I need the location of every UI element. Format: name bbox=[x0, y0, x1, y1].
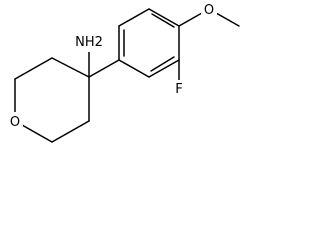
methoxy-oxygen-label: O bbox=[204, 3, 214, 18]
oxane-ring bbox=[14, 57, 90, 143]
bond-aryl-c3-c4 bbox=[148, 8, 180, 27]
bond-quaternary-to-ring-upper-left bbox=[51, 57, 90, 78]
fluorine-label-mask bbox=[172, 80, 186, 96]
bond-ring-upper-left-to-left bbox=[14, 57, 53, 80]
fluorine-label: F bbox=[175, 82, 182, 97]
amine-label: NH2 bbox=[75, 35, 103, 50]
benzene-ring bbox=[118, 8, 180, 78]
ring-oxygen-label-mask bbox=[7, 112, 23, 130]
structure-diagram: NH2 O O F bbox=[7, 1, 240, 143]
bond-ring-lower-left-to-lower-right bbox=[51, 120, 90, 143]
methoxy-oxygen-label-mask bbox=[201, 1, 217, 18]
amine-label-mask bbox=[74, 30, 104, 52]
bond-quaternary-to-aryl bbox=[88, 59, 120, 78]
aromatic-double-bond-lower-right bbox=[150, 56, 175, 72]
bond-aryl-c5-c6 bbox=[148, 59, 180, 78]
bond-aryl-c6-c1 bbox=[118, 59, 150, 78]
ring-oxygen-label: O bbox=[10, 115, 20, 130]
bond-aryl-c2-c3 bbox=[118, 8, 150, 27]
aromatic-double-bond-upper-right bbox=[151, 13, 175, 28]
